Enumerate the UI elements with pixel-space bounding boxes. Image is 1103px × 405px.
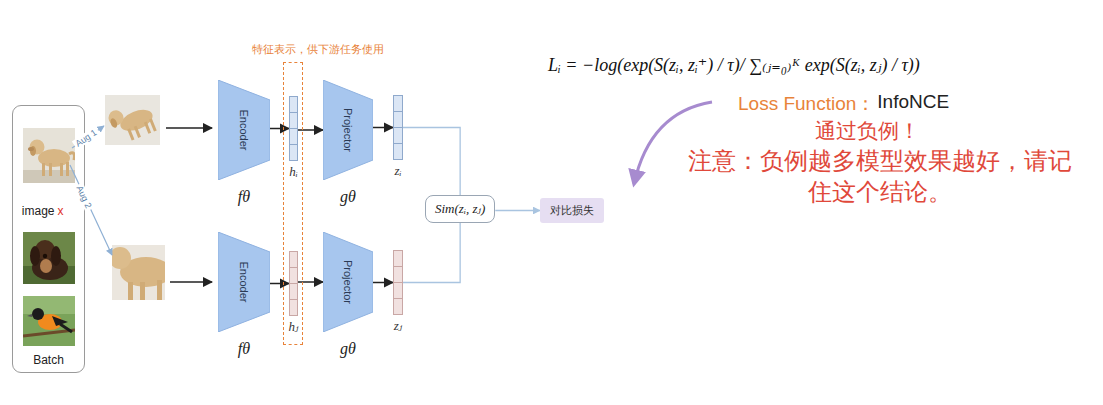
- input-arrow: [170, 281, 212, 283]
- vector-cell: [394, 299, 403, 315]
- node-text: hᵢ: [289, 164, 298, 180]
- vector-cell: [290, 113, 298, 129]
- node-text: Projector: [342, 108, 354, 152]
- node-text: Encoder: [238, 110, 250, 151]
- embedding-vector: zⱼ: [393, 250, 403, 315]
- vector-cell: [394, 128, 403, 144]
- node-text: fθ: [238, 188, 250, 206]
- connector: [270, 128, 289, 130]
- bird-photo: [23, 296, 75, 346]
- projector-block: Projectorgθ: [323, 232, 373, 332]
- vector-cell: [290, 268, 298, 284]
- vector-cell: [290, 97, 298, 113]
- vector-cell: [290, 252, 298, 268]
- vector-cells: [289, 96, 298, 161]
- node-text: 对比损失: [550, 203, 594, 218]
- loss-name: Loss Function：: [738, 91, 875, 117]
- node-text: zᵢ: [394, 163, 401, 179]
- note-text: 注意：负例越多模型效果越好，请记住这个结论。: [680, 146, 1080, 208]
- vector-cell: [290, 145, 298, 161]
- connector: [403, 223, 460, 283]
- similarity-box: Sim(zᵢ, zⱼ): [425, 195, 495, 223]
- augmented-photo: [105, 95, 160, 145]
- dog-photo: [23, 232, 75, 284]
- trapezoid-outline: [218, 80, 270, 180]
- connector: [373, 127, 393, 129]
- node-text: Encoder: [238, 262, 250, 303]
- vector-cell: [394, 112, 403, 128]
- feature-group: 特征表示，供下游任务使用hᵢhⱼ: [283, 62, 303, 345]
- vector-cell: [394, 283, 403, 299]
- node-text: x: [58, 204, 64, 218]
- aug-arrow: [70, 165, 112, 255]
- vector-cell: [394, 267, 403, 283]
- node-text: image: [22, 204, 55, 218]
- node-text: 特征表示，供下游任务使用: [252, 42, 384, 57]
- node-text: zⱼ: [394, 318, 403, 334]
- loss-box: 对比损失: [540, 198, 604, 223]
- node-text: Sim(zᵢ, zⱼ): [435, 201, 485, 217]
- connector: [373, 282, 393, 284]
- loss-name: InfoNCE: [877, 91, 949, 113]
- node-text: Projector: [342, 260, 354, 304]
- node-text: gθ: [340, 188, 356, 206]
- aug-label: Aug 1: [72, 126, 100, 150]
- trapezoid-outline: [323, 232, 373, 332]
- vector-cell: [394, 144, 403, 160]
- dog-photo: [23, 128, 75, 183]
- projector-block: Projectorgθ: [323, 80, 373, 180]
- connector: [298, 281, 323, 283]
- node-text: fθ: [238, 340, 250, 358]
- connector: [270, 283, 289, 285]
- trapezoid-outline: [218, 232, 270, 332]
- encoder-block: Encoderfθ: [218, 80, 270, 180]
- connector: [403, 128, 460, 196]
- loss-formula: Lᵢ = −log(exp(S(zᵢ, zᵢ⁺) / τ)/ ∑₍ⱼ₌₀₎ᴷ e…: [548, 54, 920, 76]
- vector-cells: [393, 250, 403, 315]
- node-text: hⱼ: [289, 319, 299, 335]
- vector-cell: [394, 96, 403, 112]
- vector-cells: [393, 95, 403, 160]
- input-arrow: [166, 127, 212, 129]
- vector-cell: [290, 284, 298, 300]
- node-text: Batch: [33, 353, 64, 367]
- vector-cell: [394, 251, 403, 267]
- feature-vector: hⱼ: [289, 251, 298, 316]
- connector: [298, 129, 323, 131]
- connector: [495, 210, 540, 211]
- feature-vector: hᵢ: [289, 96, 298, 161]
- embedding-vector: zᵢ: [393, 95, 403, 160]
- vector-cell: [290, 129, 298, 145]
- augmented-photo: [112, 245, 165, 300]
- vector-cell: [290, 300, 298, 316]
- encoder-block: Encoderfθ: [218, 232, 270, 332]
- node-text: gθ: [340, 340, 356, 358]
- vector-cells: [289, 251, 298, 316]
- aug-label: Aug 2: [74, 182, 95, 211]
- note-text: 通过负例！: [815, 117, 920, 145]
- trapezoid-outline: [323, 80, 373, 180]
